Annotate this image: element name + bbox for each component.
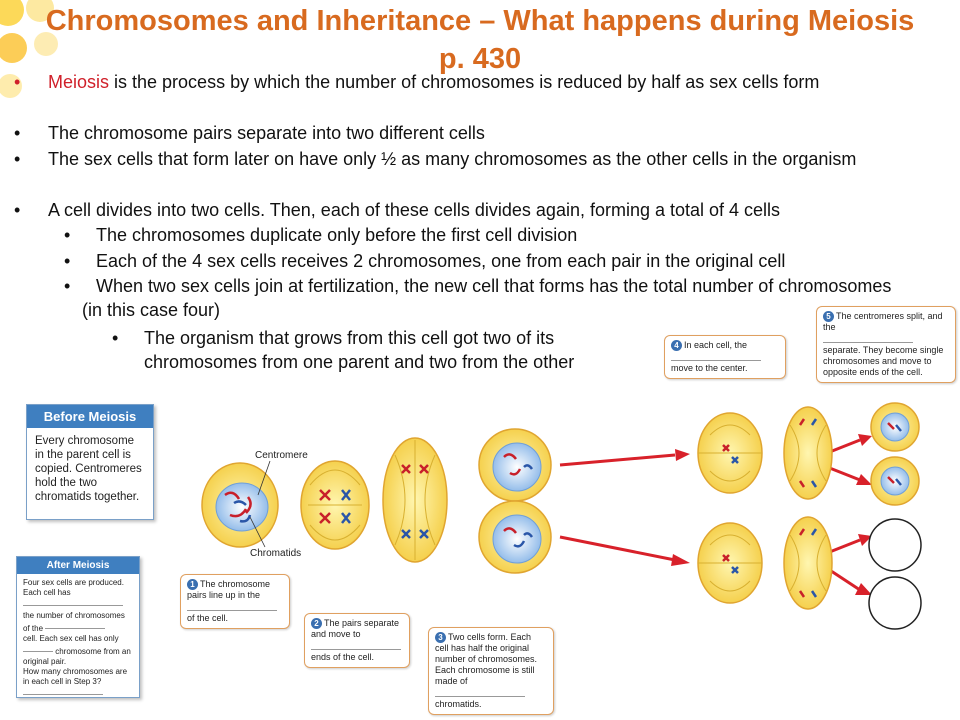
- step-text: The centromeres split, and the: [823, 311, 943, 332]
- step2-cell: [382, 437, 448, 563]
- step-text: In each cell, the: [684, 340, 748, 350]
- bullet-item: A cell divides into two cells. Then, eac…: [48, 200, 781, 220]
- step-number: 1: [187, 579, 198, 590]
- meiosis-diagram: Centromere Chromatids: [201, 402, 922, 630]
- step3-cells: [478, 428, 552, 574]
- step-text: The pairs separate and move to: [311, 618, 400, 639]
- step-text: move to the center.: [671, 363, 748, 373]
- sex-cells: [868, 402, 922, 630]
- page-title: Chromosomes and Inheritance – What happe…: [45, 5, 915, 75]
- bullet-item: The chromosome pairs separate into two d…: [48, 123, 485, 143]
- blank-line: [823, 334, 913, 343]
- bullet-marker: •: [14, 123, 21, 143]
- bullet-item: The sex cells that form later on have on…: [48, 149, 857, 169]
- step-text: separate. They become single chromosomes…: [823, 345, 944, 377]
- blank-line: [671, 352, 761, 361]
- step-text: of the cell.: [187, 613, 229, 623]
- after-line: How many chromosomes are in each cell in…: [23, 667, 128, 686]
- after-meiosis-heading: After Meiosis: [17, 557, 139, 574]
- step1-cell: [300, 460, 370, 550]
- before-meiosis-heading: Before Meiosis: [27, 405, 153, 428]
- bullet-item: The chromosomes duplicate only before th…: [96, 225, 578, 245]
- step-number: 3: [435, 632, 446, 643]
- blank-line: [435, 688, 525, 697]
- bullet-marker: •: [112, 328, 119, 348]
- bullet-marker: •: [14, 149, 21, 169]
- bullet-marker: •: [64, 225, 71, 245]
- before-meiosis-box: Before Meiosis Every chromosome in the p…: [26, 404, 154, 520]
- blank-line: [187, 602, 277, 611]
- bullet-marker: •: [14, 72, 21, 92]
- centromere-label: Centromere: [255, 450, 308, 461]
- after-line: chromosome from an original pair.: [23, 647, 131, 666]
- blank-line: [23, 688, 103, 695]
- bullet-marker: •: [14, 200, 21, 220]
- blank-line: [311, 641, 401, 650]
- before-meiosis-text: Every chromosome in the parent cell is c…: [35, 435, 142, 503]
- after-meiosis-text: Four sex cells are produced. Each cell h…: [17, 574, 139, 704]
- step-number: 2: [311, 618, 322, 629]
- bullet-marker: •: [64, 251, 71, 271]
- after-line: cell. Each sex cell has only: [23, 634, 119, 643]
- meiosis-term: Meiosis: [48, 72, 110, 92]
- bullet-item: When two sex cells join at fertilization…: [82, 276, 892, 320]
- step-text: The chromosome pairs line up in the: [187, 579, 271, 600]
- chromatids-label: Chromatids: [250, 548, 301, 559]
- bullet-item: Each of the 4 sex cells receives 2 chrom…: [96, 251, 786, 271]
- bullet-text: is the process by which the number of ch…: [109, 72, 820, 92]
- bullet-item: Meiosis is the process by which the numb…: [48, 70, 928, 94]
- step-number: 4: [671, 340, 682, 351]
- blank-line: [23, 645, 53, 652]
- corner-decoration: [0, 0, 58, 98]
- step-text: Two cells form. Each cell has half the o…: [435, 632, 538, 686]
- step-text: ends of the cell.: [311, 652, 375, 662]
- step5-cells: [783, 406, 833, 610]
- after-line: Four sex cells are produced. Each cell h…: [23, 578, 124, 597]
- step4-cells: [697, 412, 763, 604]
- blank-line: [45, 622, 106, 629]
- after-line: the number of chromosomes of the: [23, 611, 125, 633]
- step-text: chromatids.: [435, 699, 482, 709]
- parent-cell: [201, 462, 279, 548]
- step-number: 5: [823, 311, 834, 322]
- bullet-marker: •: [64, 276, 71, 296]
- bullet-item: The organism that grows from this cell g…: [144, 328, 575, 372]
- after-meiosis-box: After Meiosis Four sex cells are produce…: [16, 556, 140, 698]
- blank-line: [23, 599, 123, 606]
